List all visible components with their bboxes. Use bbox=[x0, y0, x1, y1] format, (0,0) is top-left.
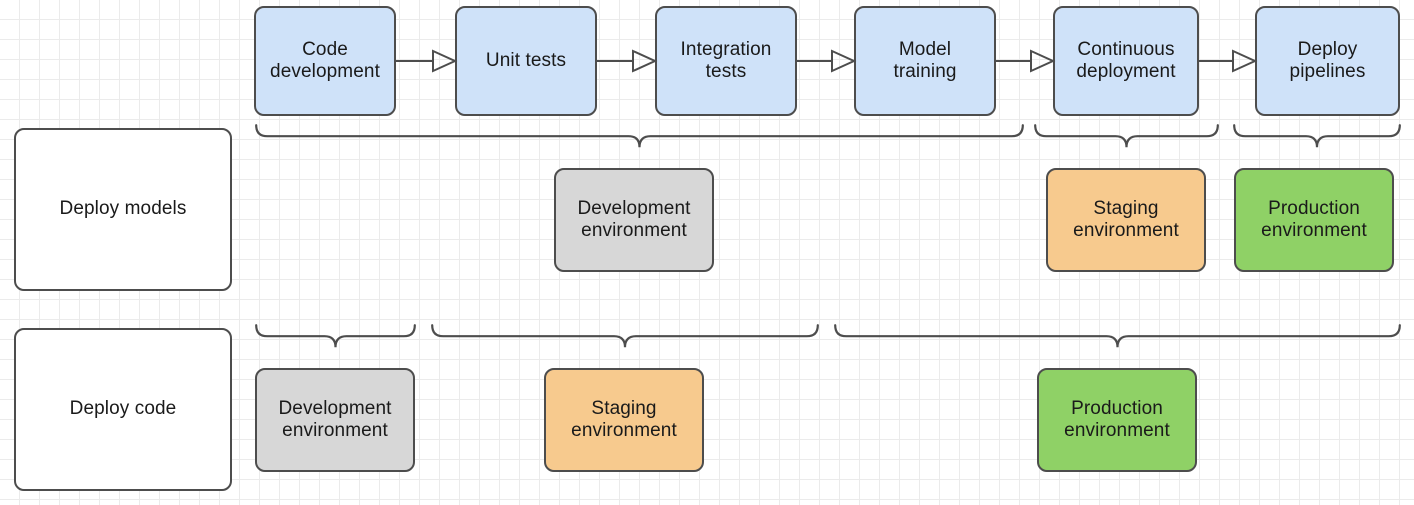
environment-code-staging-environment[interactable]: Staging environment bbox=[544, 368, 704, 472]
pipeline-stage-unit-tests[interactable]: Unit tests bbox=[455, 6, 597, 116]
pipeline-stage-integration-tests[interactable]: Integration tests bbox=[655, 6, 797, 116]
pipeline-stage-code-development[interactable]: Code development bbox=[254, 6, 396, 116]
brace-code-production bbox=[834, 324, 1401, 348]
brace-code-development bbox=[255, 324, 416, 348]
environment-models-development-environment[interactable]: Development environment bbox=[554, 168, 714, 272]
arrow-cd-to-pipelines bbox=[1199, 49, 1258, 73]
brace-models-staging bbox=[1034, 124, 1219, 148]
environment-code-production-environment[interactable]: Production environment bbox=[1037, 368, 1197, 472]
arrow-integration-to-training bbox=[797, 49, 857, 73]
arrow-code-to-unit bbox=[396, 49, 458, 73]
environment-models-production-environment[interactable]: Production environment bbox=[1234, 168, 1394, 272]
environment-code-development-environment[interactable]: Development environment bbox=[255, 368, 415, 472]
brace-code-staging bbox=[431, 324, 819, 348]
pipeline-stage-continuous-deployment[interactable]: Continuous deployment bbox=[1053, 6, 1199, 116]
row-label-deploy-code[interactable]: Deploy code bbox=[14, 328, 232, 491]
arrow-unit-to-integration bbox=[597, 49, 658, 73]
environment-models-staging-environment[interactable]: Staging environment bbox=[1046, 168, 1206, 272]
brace-models-development bbox=[255, 124, 1024, 148]
pipeline-stage-deploy-pipelines[interactable]: Deploy pipelines bbox=[1255, 6, 1400, 116]
pipeline-stage-model-training[interactable]: Model training bbox=[854, 6, 996, 116]
row-label-deploy-models[interactable]: Deploy models bbox=[14, 128, 232, 291]
arrow-training-to-cd bbox=[996, 49, 1056, 73]
brace-models-production bbox=[1233, 124, 1401, 148]
